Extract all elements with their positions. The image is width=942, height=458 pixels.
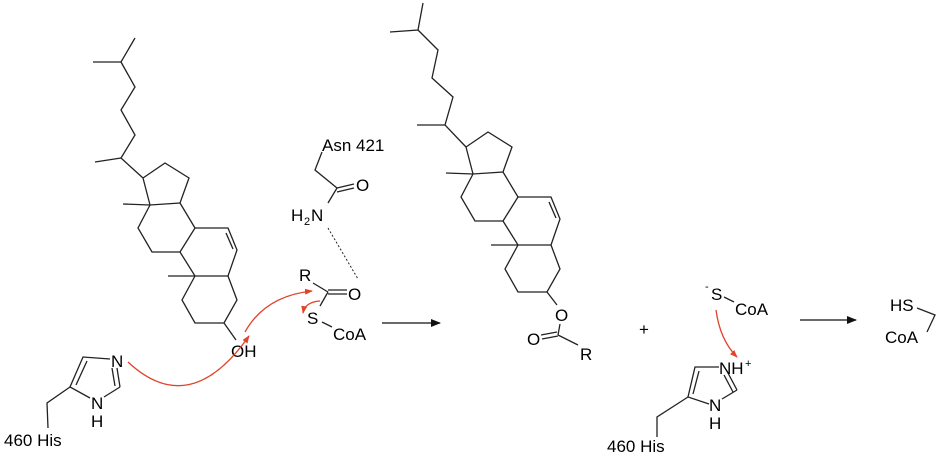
amide-h-label: H bbox=[291, 206, 303, 225]
acyl-coa: R O S CoA bbox=[299, 266, 367, 344]
acyl-s-label: S bbox=[307, 309, 318, 328]
his-nh-h-label: H bbox=[91, 412, 103, 431]
his-residue-label-right: 460 His bbox=[607, 437, 665, 456]
his-n-label: N bbox=[111, 352, 123, 371]
thiolate-coa: - S CoA bbox=[705, 281, 769, 319]
electron-arrow-thiolate-to-his bbox=[715, 309, 738, 358]
coenzyme-a-product: HS CoA bbox=[885, 296, 936, 347]
product-coa-label: CoA bbox=[885, 328, 919, 347]
amide-o-label: O bbox=[356, 176, 369, 195]
cholesterol-structure: OH bbox=[93, 37, 257, 361]
histidine-460-left: N N H 460 His bbox=[4, 352, 123, 450]
electron-arrow-oh-to-carbonyl bbox=[244, 288, 313, 333]
his-nh-h-label-right: H bbox=[709, 414, 721, 433]
his-residue-label: 460 His bbox=[4, 431, 62, 450]
his-nh-plus-label: NH bbox=[719, 359, 744, 378]
acyl-o-label: O bbox=[348, 285, 361, 304]
asn-label: Asn 421 bbox=[322, 136, 384, 155]
ester-r-label: R bbox=[580, 345, 592, 364]
thiolate-coa-label: CoA bbox=[735, 300, 769, 319]
ester-o-label: O bbox=[555, 306, 568, 325]
ester-carbonyl-o-label: O bbox=[527, 330, 540, 349]
cholesteryl-ester-structure: O O R bbox=[389, 2, 592, 364]
product-hs-label: HS bbox=[890, 296, 914, 315]
amide-n-label: N bbox=[311, 206, 323, 225]
his-plus-charge: + bbox=[745, 358, 751, 370]
acyl-coa-label: CoA bbox=[333, 325, 367, 344]
plus-sign: + bbox=[639, 320, 649, 339]
acyl-r-label: R bbox=[299, 266, 311, 285]
thiolate-minus: - bbox=[705, 281, 709, 293]
hydroxyl-label: OH bbox=[231, 342, 257, 361]
hydrogen-bond bbox=[327, 227, 359, 280]
his-nh-n-label-right: N bbox=[709, 396, 721, 415]
thiolate-s-label: S bbox=[711, 285, 722, 304]
asparagine-421: Asn 421 O H 2 N bbox=[291, 136, 384, 280]
electron-arrow-his-to-oh bbox=[127, 335, 250, 387]
his-nh-n-label: N bbox=[91, 394, 103, 413]
histidine-460-right: NH + N H 460 His bbox=[607, 358, 751, 456]
amide-subscript: 2 bbox=[304, 216, 310, 228]
electron-arrow-carbonyl-to-s bbox=[301, 300, 321, 314]
